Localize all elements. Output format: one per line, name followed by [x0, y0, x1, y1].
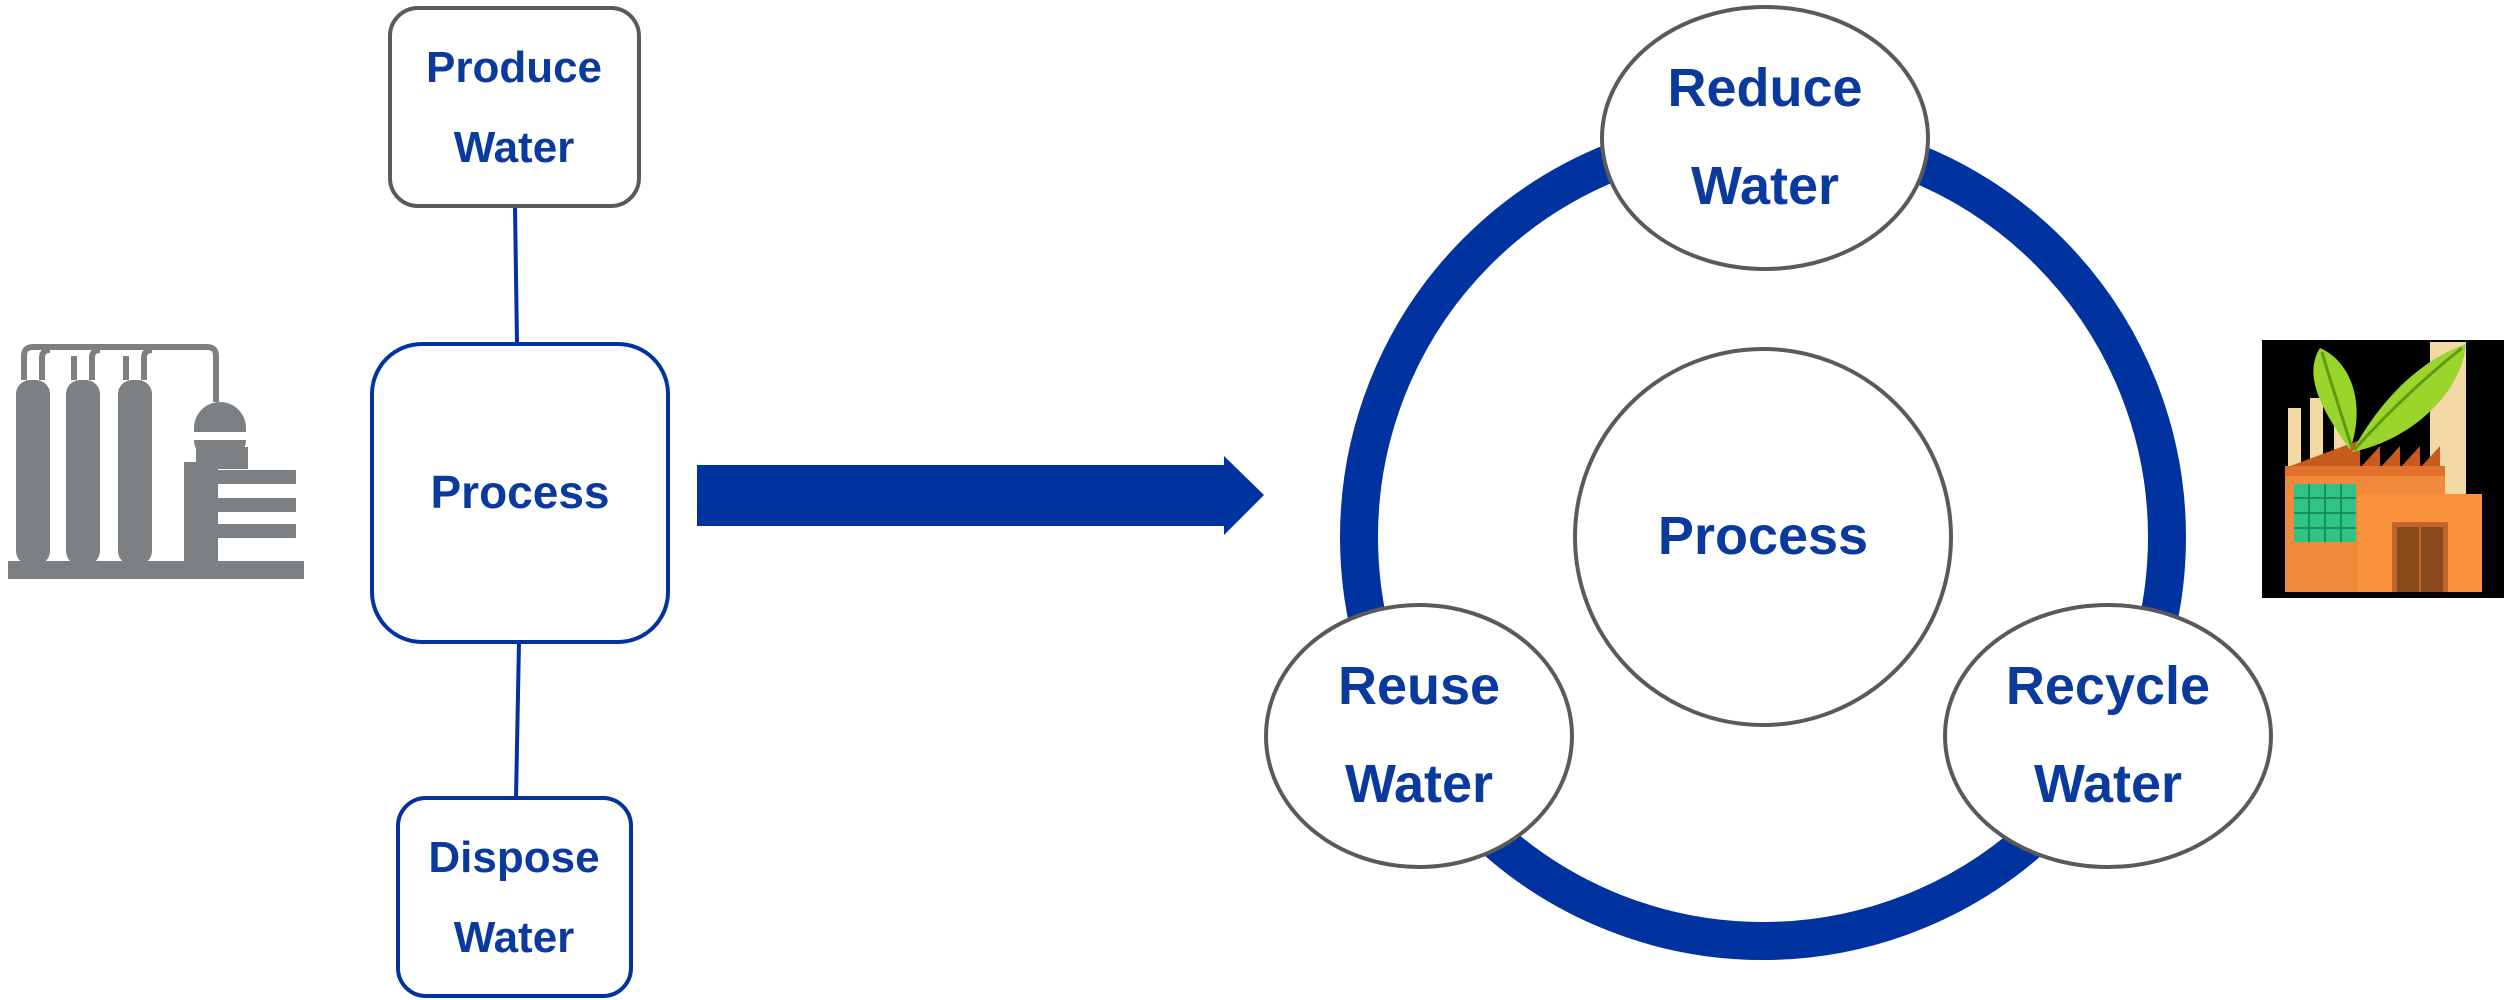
dispose-water-label-line2: Water	[454, 913, 575, 962]
industrial-plant-icon	[8, 344, 304, 579]
green-factory-icon	[2262, 340, 2504, 598]
produce-water-box: Produce Water	[388, 6, 641, 208]
connector-produce-process	[513, 205, 519, 345]
produce-water-label-line1: Produce	[426, 43, 602, 92]
cycle-center-process: Process	[1573, 347, 1953, 727]
recycle-water-node: Recycle Water	[1943, 603, 2273, 869]
process-box-label: Process	[430, 466, 609, 518]
cycle-center-label: Process	[1658, 506, 1868, 566]
reuse-water-node: Reuse Water	[1264, 603, 1574, 869]
reduce-water-node: Reduce Water	[1600, 5, 1930, 271]
dispose-water-box: Dispose Water	[396, 796, 633, 998]
reuse-water-label-line1: Reuse	[1338, 656, 1500, 716]
transition-arrow	[697, 456, 1264, 535]
process-box: Process	[370, 342, 670, 644]
dispose-water-label-line1: Dispose	[428, 833, 599, 882]
produce-water-label-line2: Water	[454, 123, 575, 172]
reduce-water-label-line2: Water	[1691, 156, 1839, 216]
reuse-water-label-line2: Water	[1345, 754, 1493, 814]
recycle-water-label-line2: Water	[2034, 754, 2182, 814]
recycle-water-label-line1: Recycle	[2006, 656, 2210, 716]
connector-process-dispose	[514, 641, 521, 799]
reduce-water-label-line1: Reduce	[1667, 58, 1862, 118]
